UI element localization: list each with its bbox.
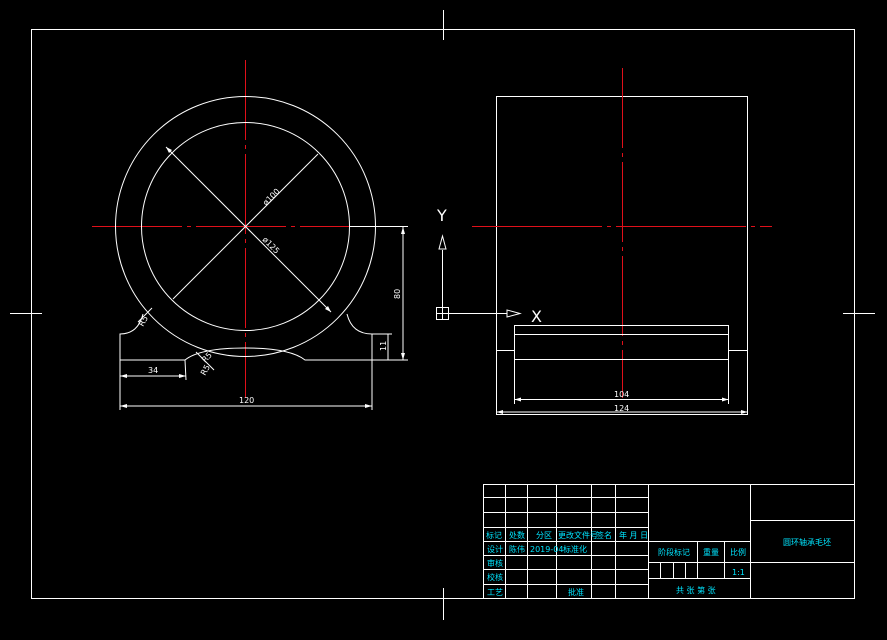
diameter-leader-1 bbox=[165, 146, 332, 313]
dim-dia-outer: ø100 bbox=[261, 187, 282, 208]
tb-header-count: 处数 bbox=[509, 530, 525, 540]
tb-header-zone: 分区 bbox=[536, 531, 552, 540]
tb-drawing-name: 圆环轴承毛坯 bbox=[783, 537, 831, 547]
tb-header-mark: 标记 bbox=[486, 530, 502, 540]
centering-marks bbox=[10, 10, 875, 620]
tb-standard-label: 标准化 bbox=[563, 544, 587, 554]
dim-width: 120 bbox=[239, 396, 254, 405]
tb-design-date: 2019-04 bbox=[530, 545, 563, 554]
tb-design-label: 设计 bbox=[487, 544, 503, 554]
dim-outer-width: 124 bbox=[614, 404, 629, 413]
tb-design-name: 陈伟 bbox=[509, 544, 525, 554]
tb-header-change-doc: 更改文件号 bbox=[558, 530, 598, 540]
dim-height: 80 bbox=[393, 289, 402, 299]
dim-inner-width: 104 bbox=[614, 390, 629, 399]
side-view: 104 124 bbox=[472, 68, 772, 415]
ucs-axis-icon: Y X bbox=[436, 206, 542, 326]
base-outline bbox=[119, 313, 373, 361]
tb-approve-label: 批准 bbox=[568, 587, 584, 597]
tb-process-label: 工艺 bbox=[487, 588, 503, 597]
tb-sheets-label: 共 张 第 张 bbox=[676, 585, 716, 595]
inner-circle bbox=[141, 122, 350, 331]
title-block-text: 标记 处数 分区 更改文件号 签名 年 月 日 设计 陈伟 2019-04 标准… bbox=[486, 530, 831, 597]
ucs-x-label: X bbox=[531, 307, 542, 326]
dim-fillet-r5-b: R5 bbox=[199, 363, 212, 377]
tb-review-label: 审核 bbox=[487, 558, 503, 568]
tb-check-label: 校核 bbox=[487, 572, 503, 582]
tb-header-date: 年 月 日 bbox=[619, 530, 648, 540]
tb-stage-label: 阶段标记 bbox=[658, 547, 690, 557]
tb-weight-label: 重量 bbox=[703, 547, 719, 557]
side-base-rect bbox=[514, 325, 729, 360]
dim-left-offset: 34 bbox=[148, 366, 158, 375]
diameter-leader-2 bbox=[172, 153, 319, 300]
front-view: ø100 ø125 34 120 80 11 R5 R5 R5 bbox=[92, 60, 408, 410]
dim-base-thickness: 11 bbox=[379, 341, 388, 351]
tb-scale-value: 1:1 bbox=[732, 568, 745, 577]
tb-header-sign: 签名 bbox=[596, 530, 612, 540]
title-block bbox=[483, 484, 855, 599]
tb-scale-label: 比例 bbox=[730, 547, 746, 557]
ucs-y-label: Y bbox=[436, 206, 447, 225]
